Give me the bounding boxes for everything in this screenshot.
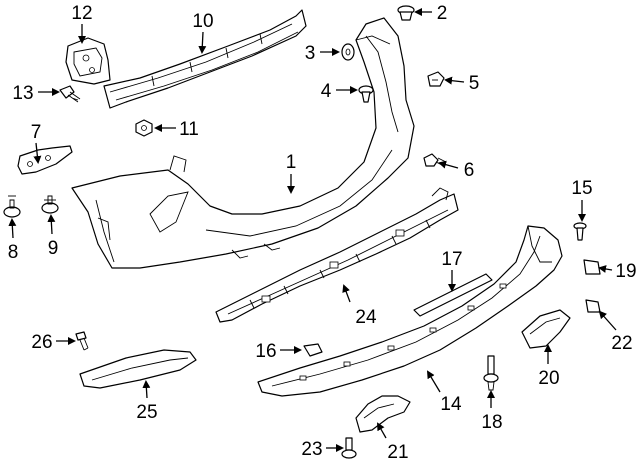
callout-23: 23 xyxy=(301,439,322,460)
callout-1: 1 xyxy=(286,152,297,173)
clip-part-16 xyxy=(303,343,323,357)
clip-part-22 xyxy=(585,299,601,313)
callout-20: 20 xyxy=(538,368,559,389)
leader-lines xyxy=(8,8,617,452)
callout-18: 18 xyxy=(481,412,502,433)
impact-bar-part xyxy=(103,9,307,109)
callout-22: 22 xyxy=(611,333,632,354)
callout-25: 25 xyxy=(136,402,157,423)
bolt-part-26 xyxy=(75,331,89,351)
callout-13: 13 xyxy=(12,83,33,104)
callout-17: 17 xyxy=(441,249,462,270)
bracket-part-21 xyxy=(355,395,411,433)
side-bracket-part-7 xyxy=(17,145,73,175)
callout-19: 19 xyxy=(615,261,636,282)
clip-part-19 xyxy=(583,259,601,275)
callout-numbers: 1 2 3 4 5 6 7 8 9 10 11 12 13 14 15 16 1… xyxy=(8,3,637,463)
molding-strip-part xyxy=(413,273,493,317)
bumper-cover-part xyxy=(71,17,415,269)
callout-24: 24 xyxy=(355,307,377,328)
callout-6: 6 xyxy=(464,160,475,181)
callout-7: 7 xyxy=(31,122,42,143)
fastener-part-8 xyxy=(3,195,21,218)
energy-absorber-part xyxy=(215,187,459,323)
callout-2: 2 xyxy=(437,3,448,24)
callout-10: 10 xyxy=(192,11,213,32)
bolt-part-13 xyxy=(59,85,81,103)
callout-14: 14 xyxy=(440,394,462,415)
callout-12: 12 xyxy=(71,3,92,24)
bracket-part-20 xyxy=(521,309,571,349)
callout-9: 9 xyxy=(48,238,59,259)
callout-26: 26 xyxy=(31,332,52,353)
callout-4: 4 xyxy=(321,81,332,102)
bracket-part-12 xyxy=(65,37,111,85)
clip-part-3 xyxy=(341,43,355,61)
screw-part-5 xyxy=(427,71,445,87)
lower-valance-part xyxy=(257,225,563,397)
callout-8: 8 xyxy=(8,242,19,263)
callout-3: 3 xyxy=(305,43,316,64)
clip-part-2 xyxy=(397,5,415,21)
nut-part-11 xyxy=(135,119,153,137)
reflector-part xyxy=(79,349,197,389)
callout-16: 16 xyxy=(255,341,276,362)
screw-part-6 xyxy=(423,153,447,167)
callout-11: 11 xyxy=(179,119,199,140)
push-pin-part-15 xyxy=(573,222,587,241)
bolt-part-23 xyxy=(341,437,357,459)
push-pin-part-18 xyxy=(483,355,499,391)
callout-15: 15 xyxy=(571,178,592,199)
clip-part-4 xyxy=(358,85,374,103)
callout-21: 21 xyxy=(387,442,408,463)
callout-5: 5 xyxy=(469,73,480,94)
fastener-part-9 xyxy=(41,195,59,214)
